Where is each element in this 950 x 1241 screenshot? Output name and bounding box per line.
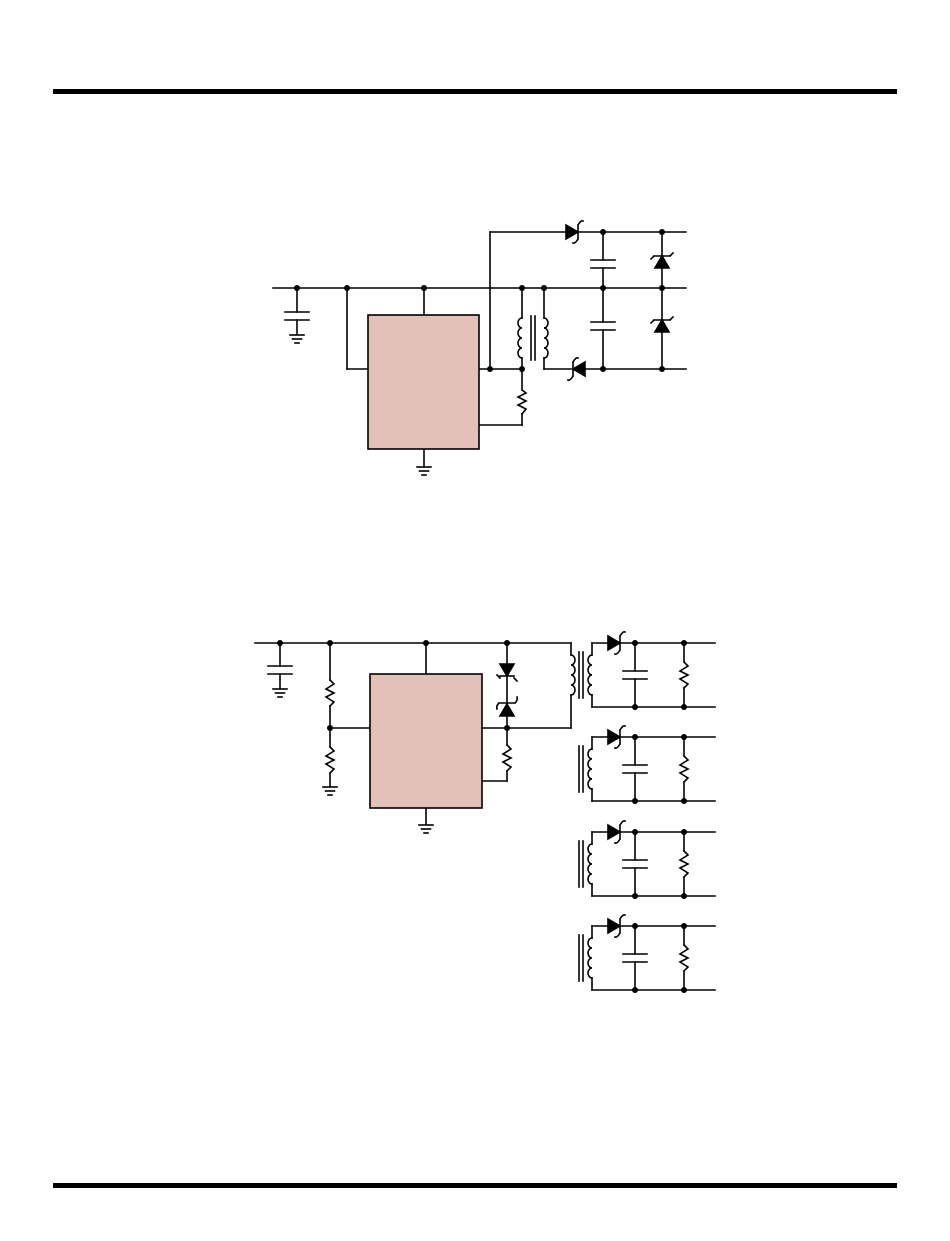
output-stage-3 xyxy=(579,821,715,899)
ground-icon xyxy=(273,689,287,697)
output-stage-4 xyxy=(579,915,715,993)
output-stage-2 xyxy=(579,726,715,804)
sense-resistor xyxy=(503,745,511,771)
zener-diode-upper xyxy=(651,253,673,268)
output-capacitor-lower xyxy=(591,322,615,330)
ground-icon xyxy=(419,825,433,833)
ground-icon xyxy=(323,787,337,795)
input-capacitor xyxy=(285,312,309,320)
transformer xyxy=(518,316,548,360)
circuit-2 xyxy=(255,632,715,993)
zener-diode-lower xyxy=(651,317,673,332)
ground-icon xyxy=(417,467,431,475)
primary-transformer xyxy=(571,652,583,698)
input-capacitor xyxy=(268,666,292,674)
controller-ic xyxy=(368,315,479,449)
divider-resistor-lower xyxy=(326,747,334,773)
sense-resistor xyxy=(518,390,526,414)
output-capacitor-upper xyxy=(591,260,615,268)
divider-resistor-upper xyxy=(326,680,334,706)
clamp-diode xyxy=(500,664,514,702)
output-stage-1 xyxy=(588,632,715,710)
ground-icon xyxy=(290,335,304,343)
circuit-1 xyxy=(273,221,686,475)
controller-ic xyxy=(370,674,482,808)
